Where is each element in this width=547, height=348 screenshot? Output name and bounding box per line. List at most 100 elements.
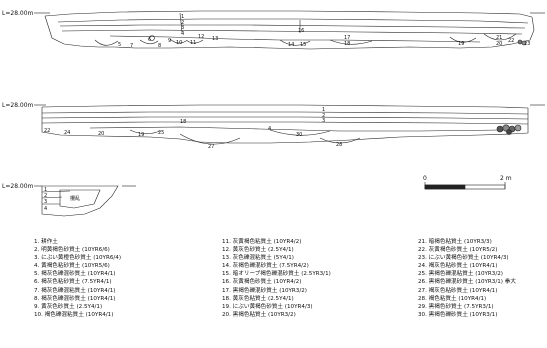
layer-label: 16: [298, 28, 304, 34]
top-pit-h: [483, 33, 517, 41]
layer-label: 24: [64, 130, 70, 136]
top-ground-surface: [44, 10, 533, 18]
scale-bar: [424, 182, 506, 190]
scale-bar-start-label: 0: [423, 175, 427, 182]
top-elevation-label: L=28.00m: [2, 10, 34, 17]
legend-item: 16. 灰黄褐色砂質土 (10YR4/2): [222, 279, 302, 286]
bottom-outline: [41, 185, 119, 217]
middle-pit-c: [319, 137, 361, 144]
legend-item: 26. 黒褐色礫混砂質土 (10YR3/1) 拳大: [418, 279, 516, 286]
legend-item: 25. 黒褐色礫混粘質土 (10YR3/2): [418, 271, 503, 278]
top-pit-e: [279, 39, 311, 46]
layer-label: 18: [344, 41, 350, 47]
middle-layer-3: [41, 121, 529, 125]
layer-label: 11: [190, 40, 196, 46]
legend-item: 21. 暗褐色粘質土 (10YR3/3): [418, 239, 492, 245]
layer-label: 2: [322, 113, 325, 119]
top-stone: [149, 35, 155, 41]
legend-item: 6. 褐灰色粘砂質土 (7.5YR4/1): [34, 279, 112, 286]
top-pit-f: [329, 39, 373, 45]
top-stone-cluster-a: [517, 39, 523, 45]
layer-label: 4: [181, 31, 184, 37]
top-pit-b: [139, 39, 159, 45]
middle-layer-4: [89, 126, 501, 132]
legend-item: 14. 灰褐色礫混砂質土 (7.5YR4/2): [222, 263, 309, 270]
legend-item: 1. 耕作土: [34, 239, 58, 245]
top-profile: [34, 10, 545, 50]
top-pit-c: [169, 38, 187, 44]
layer-label: 27: [208, 144, 214, 150]
layer-label: 1: [322, 107, 325, 113]
legend-item: 15. 暗オリーブ褐色礫混砂質土 (2.5YR3/1): [222, 271, 331, 278]
top-pit-d: [185, 39, 204, 44]
layer-label: 20: [496, 41, 502, 47]
layer-label: 2: [44, 193, 47, 199]
legend-item: 5. 褐灰色礫混砂質土 (10YR4/1): [34, 271, 116, 278]
middle-ground-surface: [41, 104, 529, 109]
layer-label: 28: [336, 142, 342, 148]
legend-item: 9. 黄灰色砂質土 (2.5Y4/1): [34, 303, 103, 310]
stone: [514, 124, 522, 132]
legend-item: 29. 黒褐色砂質土 (7.5YR3/1): [418, 303, 494, 310]
middle-pit-d: [129, 129, 161, 135]
layer-label: 4: [268, 126, 271, 132]
layer-label: 19: [138, 132, 144, 138]
layer-label: 12: [198, 34, 204, 40]
bottom-layer-1: [41, 190, 71, 193]
top-divider-a: [179, 12, 183, 33]
layer-label: 20: [98, 131, 104, 137]
layer-label: 3: [322, 118, 325, 124]
legend-column-3: 21. 暗褐色粘質土 (10YR3/3) 22. 灰黄褐色砂質土 (10YR5/…: [418, 238, 547, 319]
top-pit-g: [449, 36, 477, 43]
stone: [496, 125, 504, 133]
legend-item: 30. 黒褐色礫砂質土 (10YR3/1): [418, 311, 498, 318]
layer-label: 10: [176, 40, 182, 46]
legend-item: 8. 褐灰色礫混砂質土 (10YR4/1): [34, 295, 116, 302]
layer-label: 25: [158, 130, 164, 136]
bottom-layer-labels: 1 2 3 4 攪乱: [44, 187, 80, 212]
bottom-profile: [34, 185, 136, 217]
layer-label: 3: [44, 199, 47, 205]
legend-item: 20. 黒褐色粘質土 (10YR3/2): [222, 311, 296, 318]
top-layer-1: [57, 18, 529, 24]
legend-item: 7. 褐灰色礫混粘質土 (10YR4/1): [34, 287, 116, 294]
middle-pit-b: [269, 129, 331, 136]
layer-label: 13: [212, 36, 218, 42]
layer-label: 22: [44, 128, 50, 134]
layer-label: 18: [180, 119, 186, 125]
layer-label: 17: [344, 35, 350, 41]
bottom-layer-2: [41, 196, 63, 199]
legend-item: 4. 黄褐色粘砂質土 (10YR5/6): [34, 263, 110, 270]
legend-item: 19. にぶい黄褐色砂質土 (10YR4/3): [222, 303, 313, 310]
layer-label: 30: [296, 132, 302, 138]
layer-label: 1: [181, 14, 184, 20]
middle-layer-2: [41, 116, 529, 120]
top-layer-3: [61, 29, 523, 35]
top-layer-labels: 1 2 3 4 5 6 7 8 9 10 11 12 13 14 15 16 1…: [118, 14, 530, 49]
legend-item: 2. 明黄褐色砂質土 (10YR6/6): [34, 247, 110, 254]
stone-cluster: [496, 124, 522, 135]
scale-bar-filled-half: [424, 184, 466, 190]
middle-elevation-label: L=28.00m: [2, 102, 34, 109]
layer-label: 23: [524, 41, 530, 47]
legend-item: 11. 灰黄褐色粘質土 (10YR4/2): [222, 239, 302, 245]
layer-label: 3: [181, 25, 184, 31]
layer-label: 7: [130, 43, 133, 49]
middle-profile: [34, 104, 545, 145]
layer-label: 15: [300, 42, 306, 48]
layer-label: 1: [44, 187, 47, 193]
legend-item: 10. 褐色礫混粘質土 (10YR4/1): [34, 311, 114, 318]
middle-layer-labels: 1 2 3 4 18 19 20 22 24 25 27 28 30: [44, 107, 342, 150]
middle-layer-1: [41, 111, 529, 115]
middle-base-line: [41, 107, 529, 144]
legend-item: 28. 褐色粘質土 (10YR4/1): [418, 295, 487, 302]
legend-column-2: 11. 灰黄褐色粘質土 (10YR4/2) 12. 黄灰色砂質土 (2.5Y4/…: [222, 238, 331, 319]
legend-item: 24. 褐灰色粘砂質土 (10YR4/1): [418, 263, 498, 270]
top-base-line: [44, 15, 535, 50]
layer-label: 21: [496, 35, 502, 41]
bottom-disturbed-area: [59, 189, 101, 209]
legend-column-1: 1. 耕作土 2. 明黄褐色砂質土 (10YR6/6) 3. にぶい黄橙色砂質土…: [34, 238, 121, 319]
layer-label: 19: [458, 41, 464, 47]
legend-item: 23. にぶい黄褐色砂質土 (10YR4/3): [418, 255, 509, 262]
